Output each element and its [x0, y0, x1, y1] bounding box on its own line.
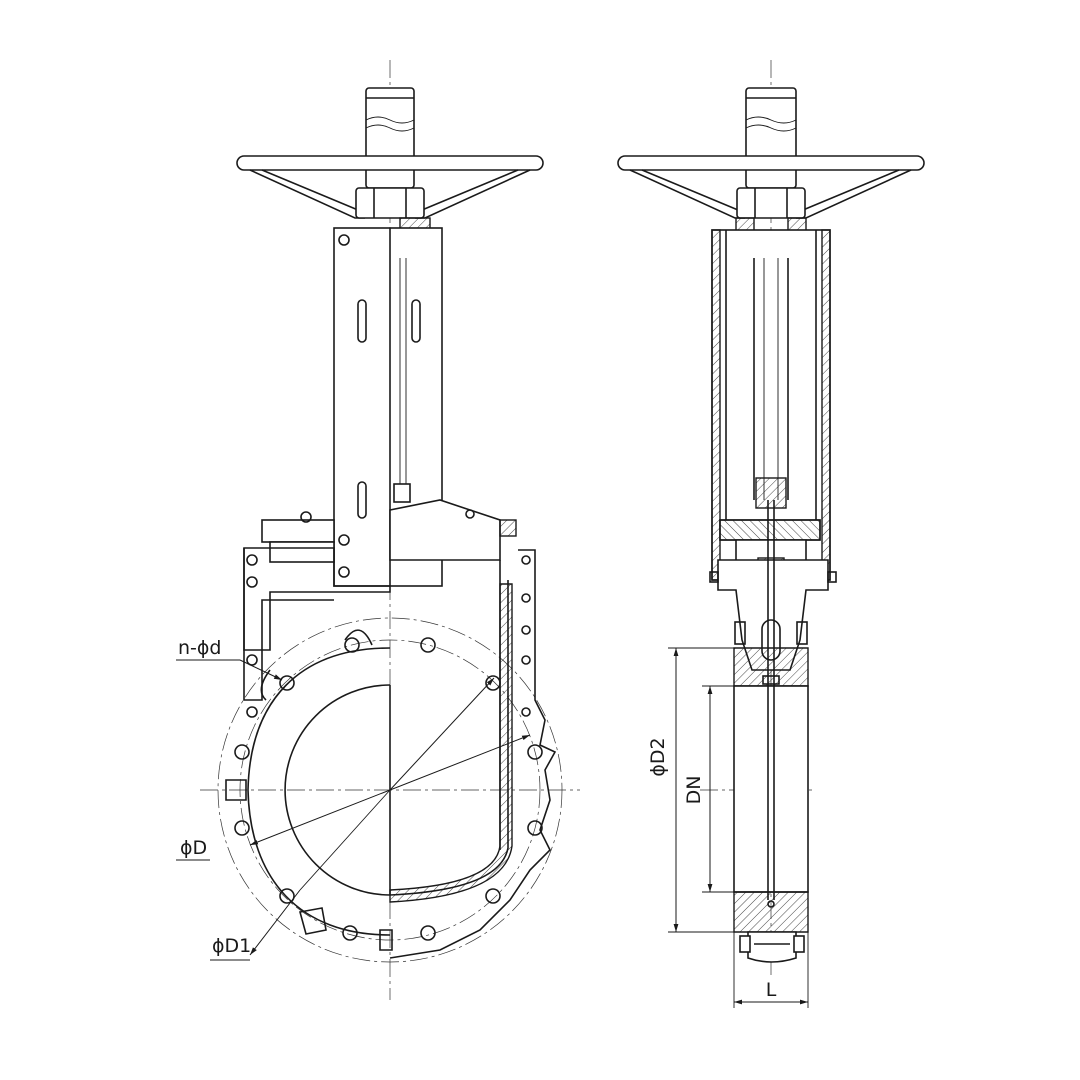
- valve-body-outline: [243, 547, 391, 718]
- side-gland: [709, 477, 837, 671]
- side-dimensions: [668, 647, 809, 1008]
- label-face-to-face-length: L: [766, 979, 777, 1001]
- label-nominal-diameter: DN: [683, 776, 705, 805]
- side-view: [617, 60, 925, 1008]
- bolt-holes: [234, 637, 543, 941]
- side-handwheel: [617, 155, 925, 219]
- label-bolt-holes: n-ϕd: [178, 637, 222, 659]
- side-body-section: [733, 500, 809, 963]
- label-flange-diameter: ϕD: [180, 837, 207, 859]
- valve-body-section: [389, 549, 557, 959]
- front-view: [176, 60, 580, 1000]
- stem: [365, 87, 415, 189]
- side-stem: [745, 87, 797, 189]
- flange-ring: [225, 629, 393, 951]
- packing-box: [261, 499, 517, 563]
- label-bolt-circle-diameter: ϕD1: [212, 935, 251, 957]
- label-raised-face-diameter: ϕD2: [647, 737, 669, 776]
